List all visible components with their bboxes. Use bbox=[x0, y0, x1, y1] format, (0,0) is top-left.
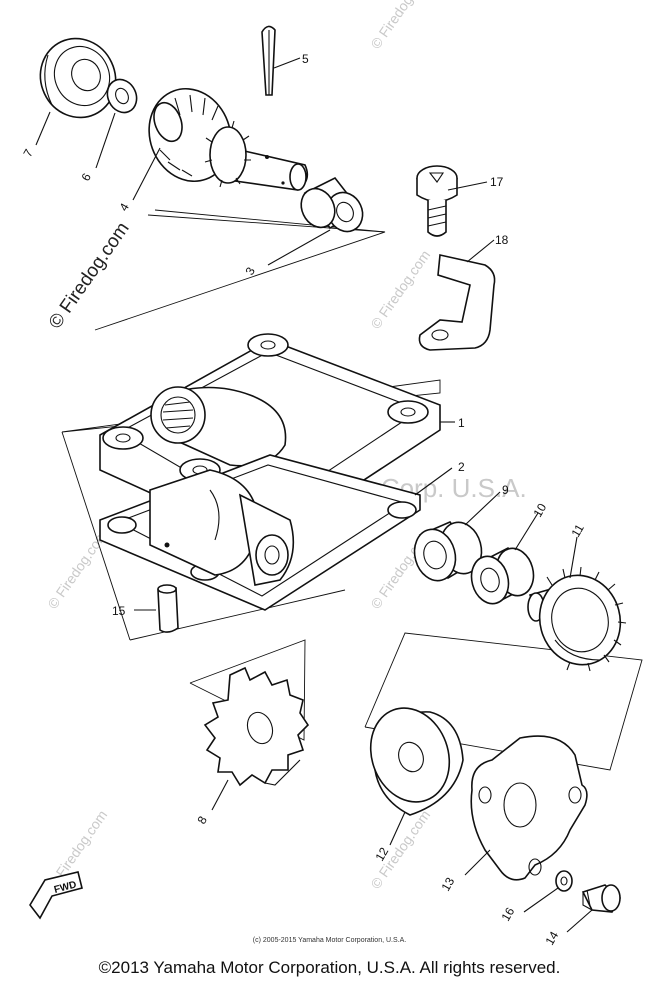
callout-15: 15 bbox=[112, 604, 126, 618]
watermark-faint-2: © Firedog.com bbox=[367, 247, 433, 332]
watermark-faint-1: © Firedog.com bbox=[367, 0, 433, 52]
callout-2: 2 bbox=[458, 460, 465, 474]
callout-7: 7 bbox=[20, 146, 36, 159]
part-18-bracket bbox=[418, 254, 496, 351]
copyright-footer: ©2013 Yamaha Motor Corporation, U.S.A. A… bbox=[98, 958, 561, 977]
callout-12: 12 bbox=[372, 845, 391, 864]
part-6-washer bbox=[106, 78, 138, 114]
callout-5: 5 bbox=[302, 52, 309, 66]
watermark-main: © Firedog.com bbox=[45, 219, 134, 333]
callout-11: 11 bbox=[568, 521, 587, 539]
callout-4: 4 bbox=[116, 200, 132, 213]
part-10-bushing bbox=[470, 546, 535, 605]
callout-14: 14 bbox=[542, 929, 561, 948]
part-12-rotor bbox=[369, 707, 464, 816]
part-3-collar bbox=[300, 176, 364, 233]
diagram-copyright-small: (c) 2005-2015 Yamaha Motor Corporation, … bbox=[252, 937, 407, 944]
part-4-gear-shaft bbox=[148, 87, 309, 191]
callout-1: 1 bbox=[458, 416, 465, 430]
callout-18: 18 bbox=[495, 233, 509, 247]
part-14-screw bbox=[581, 884, 622, 913]
part-8-rotor-gear bbox=[203, 666, 310, 787]
callout-10: 10 bbox=[530, 501, 549, 520]
callout-13: 13 bbox=[438, 875, 457, 894]
part-7-seal bbox=[39, 37, 117, 119]
part-5-cotter-pin bbox=[261, 25, 276, 96]
part-9-bushing bbox=[413, 521, 483, 582]
fwd-arrow-icon: FWD bbox=[29, 871, 83, 920]
cover-group-outline-3 bbox=[61, 431, 131, 641]
part-16-washer bbox=[555, 870, 573, 892]
callout-8: 8 bbox=[194, 813, 210, 826]
callout-16: 16 bbox=[498, 905, 517, 924]
callout-17: 17 bbox=[490, 175, 504, 189]
part-2-gasket bbox=[99, 454, 421, 611]
callout-6: 6 bbox=[78, 170, 94, 183]
part-11-driven-gear bbox=[527, 566, 627, 672]
leader-lines bbox=[35, 57, 593, 933]
callout-9: 9 bbox=[502, 483, 509, 497]
part-15-dowel-pin bbox=[157, 584, 179, 633]
part-17-bolt bbox=[416, 165, 458, 237]
callouts: 7 6 4 5 3 17 18 1 2 9 10 11 15 8 12 13 1… bbox=[20, 52, 587, 948]
part-13-end-cover bbox=[470, 735, 588, 881]
